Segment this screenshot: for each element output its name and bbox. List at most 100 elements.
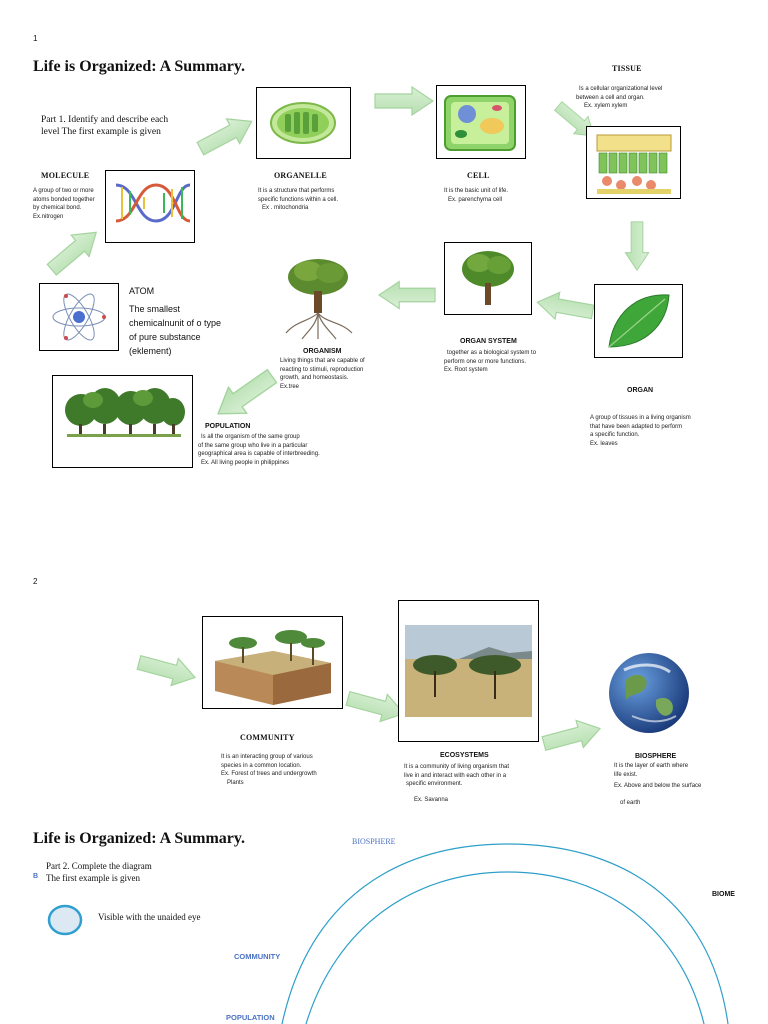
community-desc-2: species in a common location.	[221, 762, 302, 769]
page-title: Life is Organized: A Summary.	[33, 58, 245, 75]
ecosystems-desc-2: live in and interact with each other in …	[404, 772, 507, 779]
tissue-example: Ex. xylem xylem	[584, 103, 628, 109]
diagram-community-label: COMMUNITY	[234, 952, 281, 961]
organ-description: A group of tissues in a living organism …	[590, 414, 691, 448]
population-desc-1: Is all the organism of the same group	[201, 434, 300, 440]
organ-system-description: together as a biological system to perfo…	[444, 349, 536, 375]
legend-text: Visible with the unaided eye	[98, 912, 201, 922]
community-desc-1: It is an interacting group of various	[221, 754, 313, 760]
atom-label: ATOM	[129, 286, 155, 296]
leaf-icon	[608, 294, 670, 348]
cell-label: CELL	[467, 171, 490, 180]
organ-label: ORGAN	[627, 387, 654, 394]
organ-system-label: ORGAN SYSTEM	[460, 338, 517, 345]
plant-cell-icon	[444, 95, 516, 151]
community-example-1: Ex. Forest of trees and undergrowth	[221, 771, 317, 777]
organ-system-image	[444, 242, 532, 315]
arrow-icon	[539, 713, 605, 759]
population-description: Is all the organism of the same group of…	[198, 433, 320, 467]
ecosystems-label: ECOSYSTEMS	[440, 752, 489, 759]
biosphere-desc-1: It is the layer of earth where	[614, 763, 689, 769]
ecosystems-description: It is a community of living organism tha…	[404, 763, 509, 804]
tissue-label: TISSUE	[612, 64, 642, 73]
organism-description: Living things that are capable of reacti…	[280, 357, 365, 391]
page-number-2: 2	[33, 577, 38, 586]
organ-system-desc-2: perform one or more functions.	[444, 358, 527, 365]
tissue-desc-2: between a cell and organ.	[576, 94, 645, 101]
part-2-title: Life is Organized: A Summary.	[33, 830, 245, 847]
biosphere-label: BIOSPHERE	[635, 753, 677, 760]
organelle-desc-2: specific functions within a cell.	[258, 196, 339, 203]
tree-with-roots-icon	[285, 259, 353, 340]
organelle-desc-1: It is a structure that performs	[258, 188, 335, 194]
part-2-line-2: The first example is given	[46, 873, 140, 883]
organism-desc-2: reacting to stimuli, reproduction	[280, 366, 364, 373]
atom-description: ATOM The smallest chemicalnunit of o typ…	[129, 284, 221, 358]
organism-example: Ex.tree	[280, 383, 300, 390]
community-description: It is an interacting group of various sp…	[221, 753, 317, 787]
diagram-biosphere-label: BIOSPHERE	[352, 837, 396, 846]
cell-desc-1: It is the basic unit of life.	[444, 188, 509, 194]
organ-desc-2: that have been adapted to perform	[590, 423, 683, 430]
savanna-icon	[405, 625, 532, 717]
ecosystems-desc-1: It is a community of living organism tha…	[404, 764, 510, 770]
arrow-icon	[134, 647, 200, 693]
plant-tissue-icon	[596, 134, 672, 194]
arrow-icon	[374, 86, 434, 116]
arrow-icon	[192, 108, 259, 163]
part-2-instructions: Part 2. Complete the diagram The first e…	[46, 860, 152, 884]
cell-description: It is the basic unit of life. Ex. parenc…	[444, 187, 508, 204]
biosphere-desc-4: of earth	[620, 799, 641, 806]
organism-label: ORGANISM	[303, 348, 342, 355]
ecosystems-image	[398, 600, 539, 742]
page-number-1: 1	[33, 34, 38, 43]
legend-circle-icon	[47, 904, 83, 936]
earth-globe-icon	[609, 653, 689, 733]
organ-desc-3: a specific function.	[590, 432, 640, 438]
biosphere-desc-3: Ex. Above and below the surface	[614, 783, 702, 789]
population-image	[52, 375, 193, 468]
molecule-desc-1: A group of two or more	[33, 188, 94, 194]
nested-levels-diagram	[281, 843, 729, 1024]
dna-icon	[115, 183, 191, 223]
atom-icon	[52, 293, 106, 341]
tissue-desc-1: Is a cellular organizational level	[579, 86, 663, 92]
cell-image	[436, 85, 526, 159]
mitochondria-icon	[270, 102, 336, 144]
diagram-population-label: POPULATION	[226, 1013, 275, 1022]
organ-example: Ex. leaves	[590, 440, 618, 447]
ecosystems-example: Ex. Savanna	[414, 796, 449, 803]
diagram-biome-label: BIOME	[712, 891, 735, 898]
molecule-label: MOLECULE	[41, 171, 90, 180]
part-1-line-1: Part 1. Identify and describe each	[41, 115, 169, 125]
cell-example: Ex. parenchyma cell	[448, 196, 503, 203]
organism-desc-1: Living things that are capable of	[280, 358, 365, 364]
atom-desc-3: of pure substance	[129, 332, 201, 342]
atom-desc-4: (eklement)	[129, 346, 172, 356]
organ-system-example: Ex. Root system	[444, 367, 488, 373]
arrow-icon	[378, 280, 436, 310]
arrow-icon	[534, 287, 596, 327]
part-1-instructions: Part 1. Identify and describe each level…	[41, 114, 168, 138]
forest-diorama-icon	[215, 630, 331, 705]
ecosystems-desc-3: specific environment.	[406, 781, 463, 787]
organelle-description: It is a structure that performs specific…	[258, 187, 338, 213]
molecule-desc-2: atoms bonded together	[33, 196, 95, 203]
biosphere-desc-2: life exist.	[614, 771, 638, 778]
community-image	[202, 616, 343, 709]
population-desc-2: of the same group who live in a particul…	[198, 442, 308, 449]
tissue-image	[586, 126, 681, 199]
atom-desc-1: The smallest	[129, 304, 181, 314]
molecule-desc-3: by chemical bond.	[33, 205, 82, 211]
organism-desc-3: growth, and homeostasis.	[280, 375, 349, 381]
trees-icon	[65, 388, 185, 437]
atom-image	[39, 283, 119, 351]
molecule-description: A group of two or more atoms bonded toge…	[33, 187, 95, 221]
tissue-description: Is a cellular organizational level betwe…	[576, 85, 662, 111]
population-desc-3: geographical area is capable of interbre…	[198, 451, 320, 457]
arrow-icon	[623, 221, 651, 271]
organelle-example: Ex . mitochondria	[262, 205, 309, 211]
part-2-line-1: Part 2. Complete the diagram	[46, 861, 152, 871]
population-example: Ex. All living people in philippines	[201, 459, 290, 466]
